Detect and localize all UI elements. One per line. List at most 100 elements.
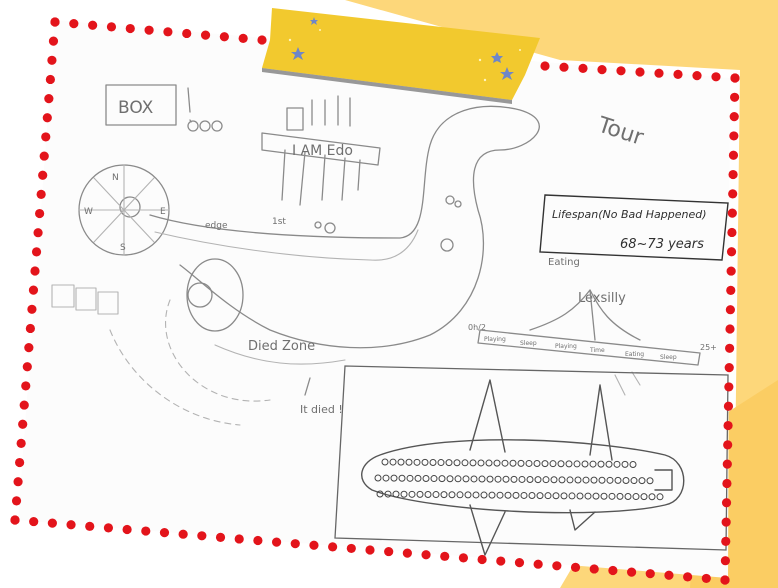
timeline-right: 25+ — [700, 343, 717, 352]
border-dot — [272, 538, 281, 547]
border-dot — [608, 566, 617, 575]
border-dot — [10, 515, 19, 524]
border-dot — [104, 523, 113, 532]
border-dot — [85, 522, 94, 531]
border-dot — [33, 228, 42, 237]
svg-text:Playing: Playing — [555, 343, 577, 350]
border-dot — [26, 324, 35, 333]
border-dot — [201, 30, 210, 39]
border-dot — [730, 73, 739, 82]
border-dot — [29, 286, 38, 295]
border-dot — [239, 34, 248, 43]
border-dot — [720, 575, 729, 584]
border-dot — [12, 496, 21, 505]
border-dot — [722, 498, 731, 507]
border-dot — [40, 151, 49, 160]
border-dot — [328, 542, 337, 551]
border-dot — [163, 27, 172, 36]
border-dot — [728, 209, 737, 218]
border-dot — [23, 362, 32, 371]
border-dot — [728, 189, 737, 198]
border-dot — [126, 24, 135, 33]
border-dot — [257, 35, 266, 44]
border-dot — [38, 171, 47, 180]
border-dot — [597, 65, 606, 74]
lifespan-line1: Lifespan(No Bad Happened) — [552, 208, 707, 221]
border-dot — [160, 528, 169, 537]
border-dot — [722, 517, 731, 526]
border-dot — [728, 170, 737, 179]
svg-text:Sleep: Sleep — [520, 340, 537, 347]
border-dot — [727, 228, 736, 237]
border-dot — [534, 560, 543, 569]
border-dot — [20, 400, 29, 409]
border-dot — [27, 305, 36, 314]
svg-text:N: N — [112, 173, 119, 183]
svg-text:S: S — [120, 243, 126, 253]
lexsilly-label: Lexsilly — [578, 291, 626, 306]
border-dot — [478, 555, 487, 564]
border-dot — [15, 458, 24, 467]
border-dot — [627, 568, 636, 577]
border-dot — [179, 530, 188, 539]
border-dot — [727, 266, 736, 275]
border-dot — [515, 558, 524, 567]
border-dot — [723, 440, 732, 449]
border-dot — [141, 526, 150, 535]
border-dot — [144, 26, 153, 35]
border-dot — [384, 547, 393, 556]
border-dot — [726, 286, 735, 295]
border-dot — [724, 382, 733, 391]
border-dot — [32, 247, 41, 256]
border-dot — [726, 305, 735, 314]
border-dot — [24, 343, 33, 352]
cross-label: I AM Edo — [292, 143, 353, 159]
border-dot — [365, 545, 374, 554]
border-dot — [69, 19, 78, 28]
border-dot — [711, 72, 720, 81]
border-dot — [46, 75, 55, 84]
border-dot — [35, 209, 44, 218]
border-dot — [29, 517, 38, 526]
border-dot — [552, 561, 561, 570]
border-dot — [571, 563, 580, 572]
border-dot — [496, 556, 505, 565]
border-dot — [43, 113, 52, 122]
border-dot — [654, 69, 663, 78]
border-dot — [47, 56, 56, 65]
border-dot — [123, 525, 132, 534]
died-zone-label: Died Zone — [248, 339, 315, 354]
border-dot — [722, 479, 731, 488]
border-dot — [725, 324, 734, 333]
timeline-left: 0h/2 — [468, 323, 486, 332]
border-dot — [107, 22, 116, 31]
border-dot — [18, 420, 27, 429]
border-dot — [559, 63, 568, 72]
border-dot — [721, 556, 730, 565]
border-dot — [727, 247, 736, 256]
border-dot — [21, 381, 30, 390]
border-dot — [37, 190, 46, 199]
border-dot — [220, 32, 229, 41]
eating-label: Eating — [548, 257, 580, 268]
border-dot — [721, 537, 730, 546]
border-dot — [50, 17, 59, 26]
lifespan-line2: 68~73 years — [620, 237, 704, 252]
border-dot — [253, 536, 262, 545]
border-dot — [702, 574, 711, 583]
border-dot — [197, 531, 206, 540]
svg-text:Time: Time — [589, 347, 605, 354]
border-dot — [723, 421, 732, 430]
border-dot — [48, 519, 57, 528]
it-died-label: It died ! — [300, 403, 343, 416]
border-dot — [725, 344, 734, 353]
border-dot — [616, 66, 625, 75]
border-dot — [41, 132, 50, 141]
border-dot — [459, 553, 468, 562]
border-dot — [17, 439, 26, 448]
border-dot — [44, 94, 53, 103]
border-dot — [692, 71, 701, 80]
border-dot — [683, 572, 692, 581]
border-dot — [540, 61, 549, 70]
